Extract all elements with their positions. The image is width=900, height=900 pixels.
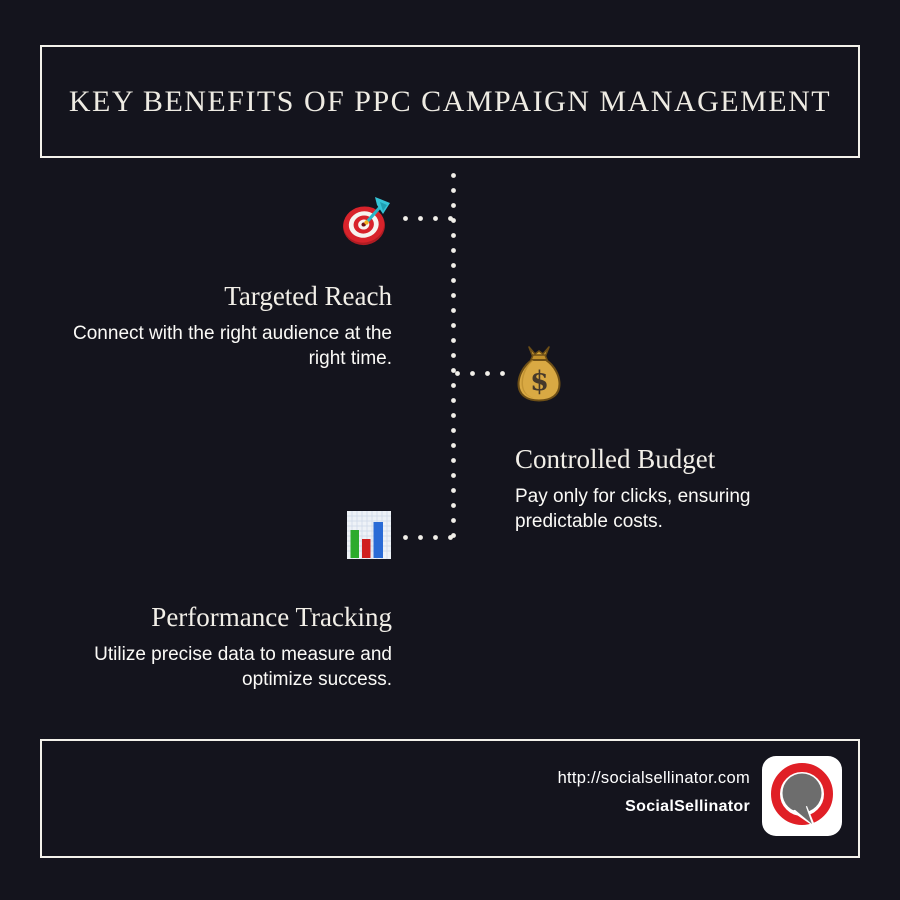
benefit-description: Pay only for clicks, ensuring predictabl… <box>515 486 751 533</box>
benefit-performance-tracking: Performance Tracking Utilize precise dat… <box>40 602 392 692</box>
money-bag-icon: $ <box>516 345 562 408</box>
footer-box <box>40 739 860 858</box>
brand-name: SocialSellinator <box>625 798 750 815</box>
bar-chart-icon <box>346 509 392 566</box>
benefit-title: Controlled Budget <box>515 444 716 474</box>
benefit-title: Performance Tracking <box>151 602 392 632</box>
website-url: http://socialsellinator.com <box>557 769 750 787</box>
benefit-controlled-budget: Controlled Budget Pay only for clicks, e… <box>515 444 815 534</box>
dotted-connector-controlled-budget <box>450 371 510 376</box>
target-dart-icon <box>340 194 396 255</box>
dotted-connector-performance-tracking <box>398 535 458 540</box>
dotted-connector-targeted-reach <box>398 216 458 221</box>
page-title: KEY BENEFITS OF PPC CAMPAIGN MANAGEMENT <box>68 84 832 118</box>
benefit-targeted-reach: Targeted Reach Connect with the right au… <box>40 281 392 371</box>
dotted-timeline <box>451 168 456 546</box>
benefit-description: Connect with the right audience at the r… <box>73 323 392 370</box>
header-box: KEY BENEFITS OF PPC CAMPAIGN MANAGEMENT <box>40 45 860 158</box>
benefit-title: Targeted Reach <box>224 281 392 311</box>
footer-text: http://socialsellinator.com SocialSellin… <box>558 769 750 816</box>
benefit-description: Utilize precise data to measure and opti… <box>94 644 392 691</box>
svg-text:$: $ <box>530 366 549 397</box>
socialsellinator-logo-icon <box>762 756 842 836</box>
